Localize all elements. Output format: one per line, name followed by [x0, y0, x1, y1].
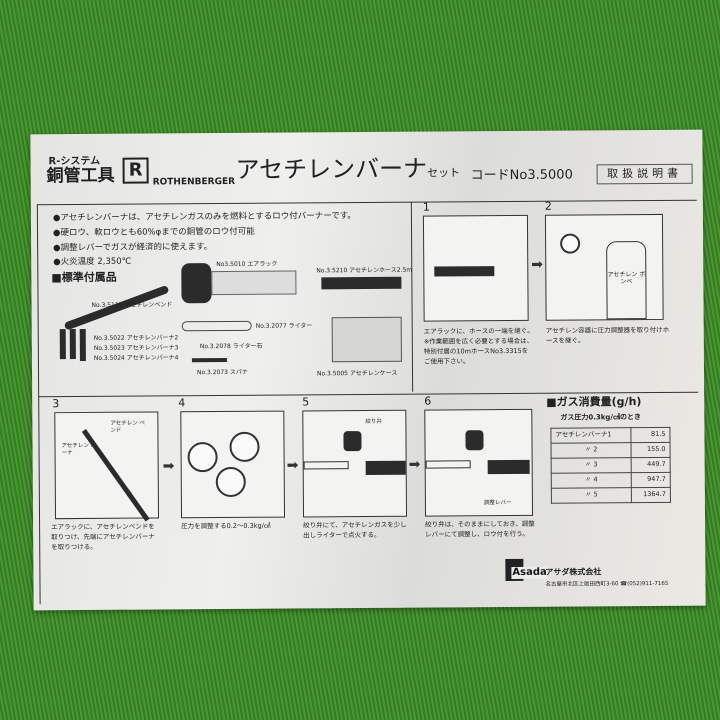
burner-tip	[69, 329, 76, 360]
footer-address: 名古屋市北区上飯田西町3-60 ☎(052)911-7165	[545, 580, 669, 588]
burner-cell: 〃 2	[551, 442, 632, 459]
intro-line: ●調整レバーでガスが経済的に使えます。	[53, 242, 213, 254]
burner-tip	[79, 328, 86, 362]
part-label: No.3.5110 アセチレンベンド	[91, 301, 173, 309]
part-label: No.3.2073 スパナ	[196, 368, 248, 377]
step-number: 2	[544, 199, 552, 213]
step-caption: アセチレン容器に圧力調整器を取り付けホースを継ぐ。	[545, 325, 670, 345]
footer-brand: Asada	[511, 566, 548, 579]
value-cell: 1364.7	[631, 487, 671, 503]
intro-line: ●アセチレンバーナは、アセチレンガスのみを燃料とするロウ付バーナーです。	[52, 211, 356, 224]
step-1-illustration	[422, 214, 529, 322]
brand-name: ROTHENBERGER	[152, 176, 236, 188]
step-number: 1	[422, 200, 430, 214]
step-3-illustration: アセチレン ベンド アセチレン バーナ	[54, 411, 160, 522]
value-cell: 155.0	[630, 442, 671, 458]
step-number: 5	[302, 395, 310, 409]
burner-tip	[59, 329, 66, 360]
valve-label: 絞り弁	[365, 418, 382, 426]
arrow-right-icon: ➡	[162, 458, 175, 475]
divider	[36, 204, 41, 605]
instruction-sheet: R-システム 銅管工具 R ROTHENBERGER アセチレンバーナセット コ…	[30, 129, 706, 611]
intro-line: ●硬ロウ、軟ロウとも60%φまでの銅管のロウ付可能	[53, 226, 255, 239]
part-label: No.3.5023 アセチレンバーナ3	[93, 344, 179, 352]
part-label: No.3.2077 ライター	[255, 322, 313, 330]
burner-cell: アセチレンバーナ1	[550, 427, 631, 444]
step-4-illustration	[180, 410, 286, 519]
step-caption: 絞り弁にて、アセチレンガスを少し出しライターで点火する。	[303, 520, 407, 540]
cylinder-label: アセチレン ボンベ	[606, 241, 647, 320]
spanner-illustration	[191, 357, 227, 363]
step-2-illustration: アセチレン ボンベ	[544, 213, 664, 321]
page-title: アセチレンバーナセット	[236, 155, 461, 184]
logo-mark: R	[122, 157, 149, 184]
airlock-illustration	[181, 263, 212, 304]
step-number: 6	[424, 394, 432, 408]
arrow-right-icon: ➡	[408, 456, 421, 473]
part-label: No.3.5024 アセチレンバーナ4	[93, 354, 179, 362]
step-caption: 圧力を調整する0.2〜0.3kg/㎠	[181, 521, 271, 531]
divider	[36, 199, 697, 206]
step-5-illustration: 絞り弁	[302, 409, 408, 518]
airlock-body	[211, 270, 297, 296]
burner-cell: 〃 5	[551, 487, 632, 504]
part-label: No3.5010 エアラック	[216, 260, 278, 269]
burner-cell: 〃 3	[551, 457, 632, 474]
manual-label: 取扱説明書	[596, 163, 693, 185]
part-label: No.3.2078 ライター石	[199, 342, 263, 351]
lever-label: 調整レバー	[483, 500, 512, 507]
intro-line: ●火炎温度 2,350℃	[53, 256, 132, 268]
step-caption: 絞り弁は、そのままにしておき、調整レバーにて調整し、ロウ付を行う。	[425, 519, 535, 539]
step-caption: エアラックに、アセチレンベンドを取りつけ、先端にアセチレンバーナを取りつける。	[51, 522, 155, 552]
arrow-right-icon: ➡	[286, 457, 299, 474]
accessories-heading: ■標準付属品	[51, 270, 117, 285]
part-label: No.3.5005 アセチレンケース	[317, 369, 398, 378]
consumption-heading: ■ガス消費量(g/h)	[546, 395, 642, 409]
product-code: コードNo3.5000	[470, 167, 573, 184]
footer-company: アサダ株式会社	[545, 567, 602, 577]
step-number: 4	[178, 396, 186, 410]
lighter-illustration	[181, 320, 252, 332]
hose-illustration	[321, 276, 402, 290]
step-6-illustration: 調整レバー	[424, 408, 534, 517]
logo-title: 銅管工具	[46, 165, 115, 187]
burner-cell: 〃 4	[551, 472, 632, 489]
value-cell: 449.7	[631, 457, 671, 473]
case-illustration	[331, 316, 402, 363]
label: アセチレン ベンド	[110, 420, 146, 434]
consumption-subheading: ガス圧力0.3kg/㎠のとき	[560, 413, 641, 422]
part-label: No.3.5210 アセチレンホース2.5m	[316, 266, 413, 275]
arrow-right-icon: ➡	[531, 256, 544, 273]
part-label: No.3.5022 アセチレンバーナ2	[93, 334, 179, 342]
step-number: 3	[52, 397, 60, 411]
divider	[410, 201, 414, 392]
title-suffix: セット	[427, 166, 461, 180]
label: アセチレン バーナ	[61, 442, 97, 457]
value-cell: 947.7	[631, 472, 671, 488]
title-main: アセチレンバーナ	[235, 154, 428, 184]
step-caption: エアラックに、ホースの一端を継ぐ。 ※作業範囲を広く必要とする場合は、特別付属の…	[423, 326, 534, 366]
value-cell: 81.5	[630, 427, 671, 443]
